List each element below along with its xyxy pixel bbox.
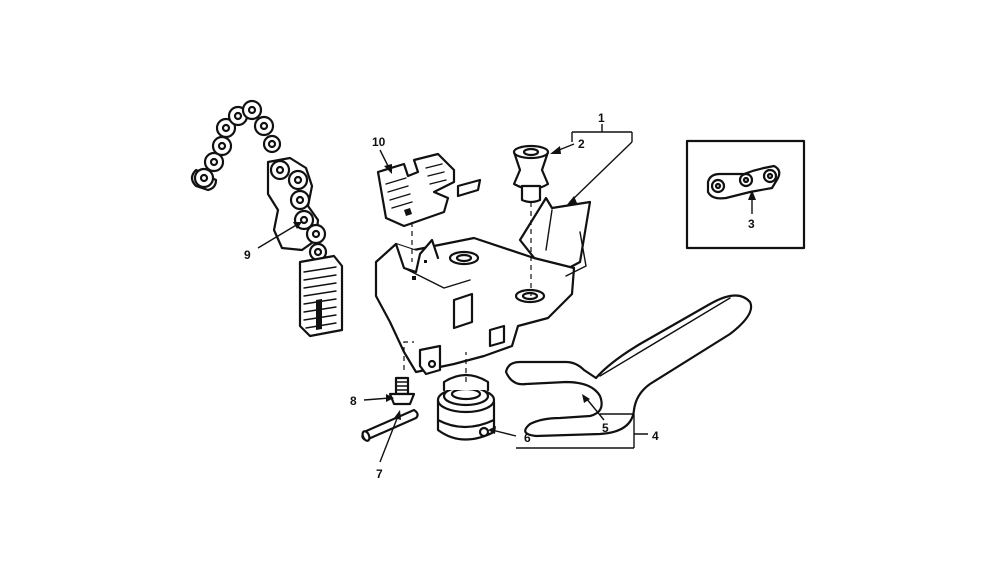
chain-lower-links: [266, 156, 328, 262]
callout-labels: 1 2 3 4 5 6 7 8 9 10: [244, 111, 755, 481]
part-2-roller: [512, 144, 550, 204]
part-1-vise-body: [374, 196, 592, 376]
callout-4: 4: [652, 429, 659, 443]
leader-lines: [257, 124, 756, 463]
chain-handle: [298, 254, 344, 338]
part-8-screw: [388, 376, 416, 406]
callout-10: 10: [372, 135, 386, 149]
callout-5: 5: [602, 421, 609, 435]
part-3-inset-box: [685, 139, 806, 250]
part-7-pin: [361, 408, 419, 442]
part-10-jaw-insert: [376, 152, 482, 228]
callout-3: 3: [748, 217, 755, 231]
callout-2: 2: [578, 137, 585, 151]
part-9-chain: [190, 99, 344, 338]
assembly-dashed-lines: [403, 202, 532, 382]
part-5-wrench: [504, 294, 753, 438]
part-3-chain-link: [706, 164, 781, 200]
inset-frame: [685, 139, 806, 250]
callout-8: 8: [350, 394, 357, 408]
callout-6: 6: [524, 431, 531, 445]
part-6-collar: [436, 373, 496, 441]
callout-1: 1: [598, 111, 605, 125]
chain-upper-links: [190, 99, 282, 192]
callout-9: 9: [244, 248, 251, 262]
callout-7: 7: [376, 467, 383, 481]
